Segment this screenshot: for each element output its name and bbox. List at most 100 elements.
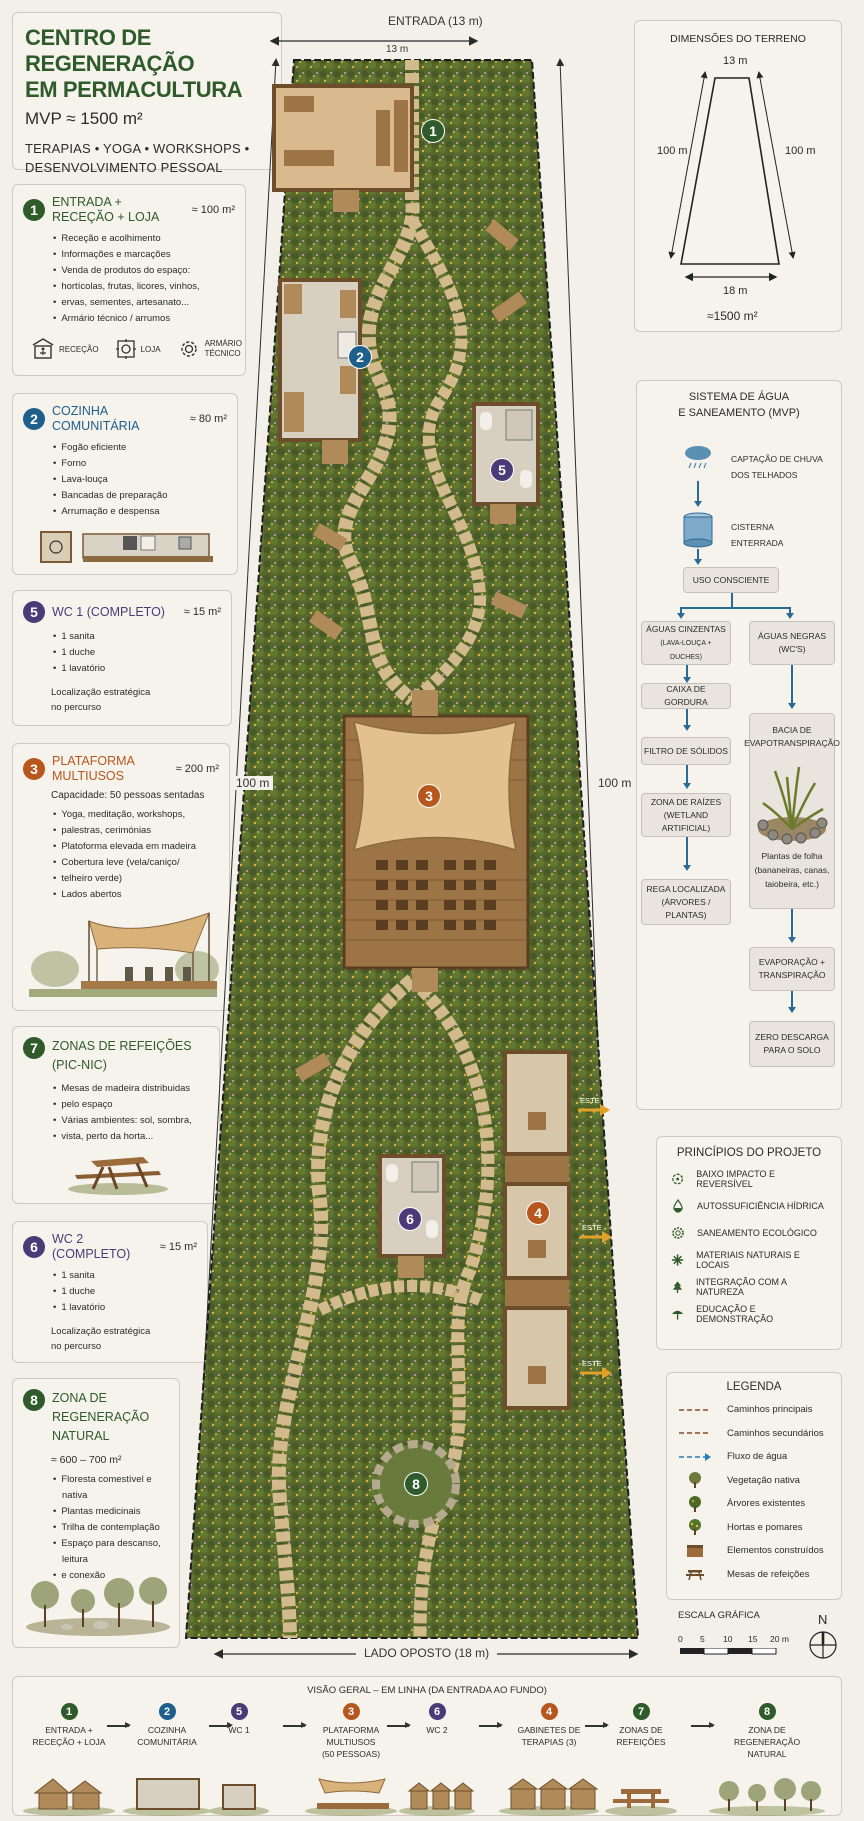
map-marker-1[interactable]: 1 <box>421 119 445 143</box>
principle-item: MATERIAIS NATURAIS E LOCAIS <box>671 1246 827 1273</box>
zone-title-line1: ZONAS DE REFEIÇÕES <box>52 1039 192 1053</box>
scale-tick: 5 <box>700 1634 705 1644</box>
feature-item: 1 duche <box>53 1284 197 1300</box>
map-marker-2[interactable]: 2 <box>348 345 372 369</box>
map-graphics <box>184 36 640 1659</box>
zone-card-7: 7 ZONAS DE REFEIÇÕES (PIC-NIC) Mesas de m… <box>12 1026 220 1204</box>
step-badge: 6 <box>428 1703 446 1720</box>
east-label: ESTE <box>580 1096 600 1105</box>
feature-item: pelo espaço <box>53 1097 209 1113</box>
right-side-length: 100 m <box>594 776 636 790</box>
step-label: GABINETES DE <box>517 1725 581 1735</box>
picnic-table-illustration <box>68 1157 168 1195</box>
rain-cloud-icon <box>685 446 711 469</box>
irrigation-box: REGA LOCALIZADA(ÁRVORES / PLANTAS) <box>641 879 731 925</box>
step-label: ZONAS DE <box>619 1725 663 1735</box>
entrance-label: ENTRADA (13 m) <box>384 14 487 28</box>
forest-illustration <box>26 1577 170 1636</box>
step-label: COZINHA <box>147 1725 187 1735</box>
map-marker-3[interactable]: 3 <box>417 784 441 808</box>
basin-note-line: Plantas de folha <box>761 851 823 861</box>
feature-item: Trilha de contemplação <box>53 1520 169 1536</box>
zone-badge-5: 5 <box>23 601 45 623</box>
legend-label: Caminhos secundários <box>727 1427 824 1439</box>
step-label: PLATAFORMA <box>322 1725 380 1735</box>
feature-item: Venda de produtos do espaço: <box>53 263 235 279</box>
black-line2: (WC'S) <box>778 644 806 654</box>
roots-line2: (WETLAND ARTIFICIAL) <box>661 809 711 833</box>
step-label: ENTRADA + <box>45 1725 93 1735</box>
principle-item: AUTOSSUFICIÊNCIA HÍDRICA <box>671 1192 827 1219</box>
feature-item: Forno <box>53 456 227 472</box>
terrain-right: 100 m <box>785 145 816 157</box>
kitchen-illustration <box>40 531 213 563</box>
zone-area: ≈ 600 – 700 m² <box>51 1454 122 1466</box>
left-side-length: 100 m <box>232 776 274 790</box>
principle-label: INTEGRAÇÃO COM A NATUREZA <box>696 1276 787 1297</box>
step-label: WC 1 <box>228 1725 250 1735</box>
step-label: REGENERAÇÃO <box>733 1737 801 1747</box>
overview-arrow <box>107 1722 131 1728</box>
zone-title: WC 2 (COMPLETO) <box>52 1232 131 1261</box>
scale-tick: 20 m <box>770 1634 789 1644</box>
feature-item: 1 lavatório <box>53 1300 197 1316</box>
zone-title: ZONAS DE REFEIÇÕES (PIC-NIC) <box>52 1037 209 1075</box>
scale-title: ESCALA GRÁFICA <box>678 1610 760 1621</box>
map-marker-5[interactable]: 5 <box>490 458 514 482</box>
feature-item: Informações e marcações <box>53 247 235 263</box>
legend-label: Árvores existentes <box>727 1498 806 1510</box>
feature-item: 1 lavatório <box>53 661 221 677</box>
cistern-line1: CISTERNA <box>731 522 774 532</box>
legend-label: Fluxo de água <box>727 1451 788 1463</box>
zone-title-line1: ZONA DE REGENERAÇÃO <box>52 1391 150 1424</box>
zone-features: Mesas de madeira distribuidas pelo espaç… <box>53 1081 209 1145</box>
terrain-top: 13 m <box>723 55 748 67</box>
feature-item: Plantas medicinais <box>53 1504 169 1520</box>
zone-capacity: Capacidade: 50 pessoas sentadas <box>51 790 205 801</box>
zone-badge-6: 6 <box>23 1236 45 1258</box>
zone-title: COZINHA COMUNITÁRIA <box>52 404 140 433</box>
entrance-width: 13 m <box>386 44 409 55</box>
zero-line2: PARA O SOLO <box>763 1045 821 1055</box>
scale-tick: 10 <box>723 1634 733 1644</box>
step-badge: 2 <box>158 1703 176 1720</box>
legend-label: Hortas e pomares <box>727 1521 803 1533</box>
zone-badge-7: 7 <box>23 1037 45 1059</box>
water-flow-symbol <box>677 1452 713 1461</box>
map-marker-6[interactable]: 6 <box>398 1207 422 1231</box>
water-drop-icon <box>673 1198 683 1213</box>
legend-item: Árvores existentes <box>677 1492 831 1516</box>
feature-item: Mesas de madeira distribuidas <box>53 1081 209 1097</box>
rain-line2: DOS TELHADOS <box>731 470 798 480</box>
map-marker-8[interactable]: 8 <box>404 1472 428 1496</box>
step-label: COMUNITÁRIA <box>137 1737 197 1747</box>
roots-line1: ZONA DE RAÍZES <box>650 796 722 807</box>
legend-label: Caminhos principais <box>727 1404 813 1416</box>
evaporation-box: EVAPORAÇÃO +TRANSPIRAÇÃO <box>749 947 835 991</box>
step-badge: 1 <box>60 1703 78 1720</box>
loja-item: LOJA <box>115 338 161 360</box>
basin-note-line: (bananeiras, canas, <box>754 865 830 875</box>
north-arrow-icon <box>809 1631 837 1659</box>
grey-water-box: ÁGUAS CINZENTAS(LAVA-LOUÇA + DUCHES) <box>641 621 731 665</box>
basin-note-line: taiobeira, etc.) <box>765 879 819 889</box>
feature-item: Yoga, meditação, workshops, <box>53 807 219 823</box>
zone-title-line2: (PIC-NIC) <box>52 1058 107 1072</box>
step-label: (50 PESSOAS) <box>321 1749 381 1759</box>
existing-tree-icon <box>689 1495 701 1512</box>
feature-item: Receção e acolhimento <box>53 231 235 247</box>
zone-features: Fogão eficiente Forno Lava-louça Bancada… <box>53 440 227 520</box>
terrain-dimensions-card: DIMENSÕES DO TERRENO 13 m 100 m 100 m 18… <box>634 20 842 332</box>
principles-card: PRINCÍPIOS DO PROJETO BAIXO IMPACTO E RE… <box>656 1136 842 1350</box>
map-marker-4[interactable]: 4 <box>526 1201 550 1225</box>
principle-item: SANEAMENTO ECOLÓGICO <box>671 1219 827 1246</box>
